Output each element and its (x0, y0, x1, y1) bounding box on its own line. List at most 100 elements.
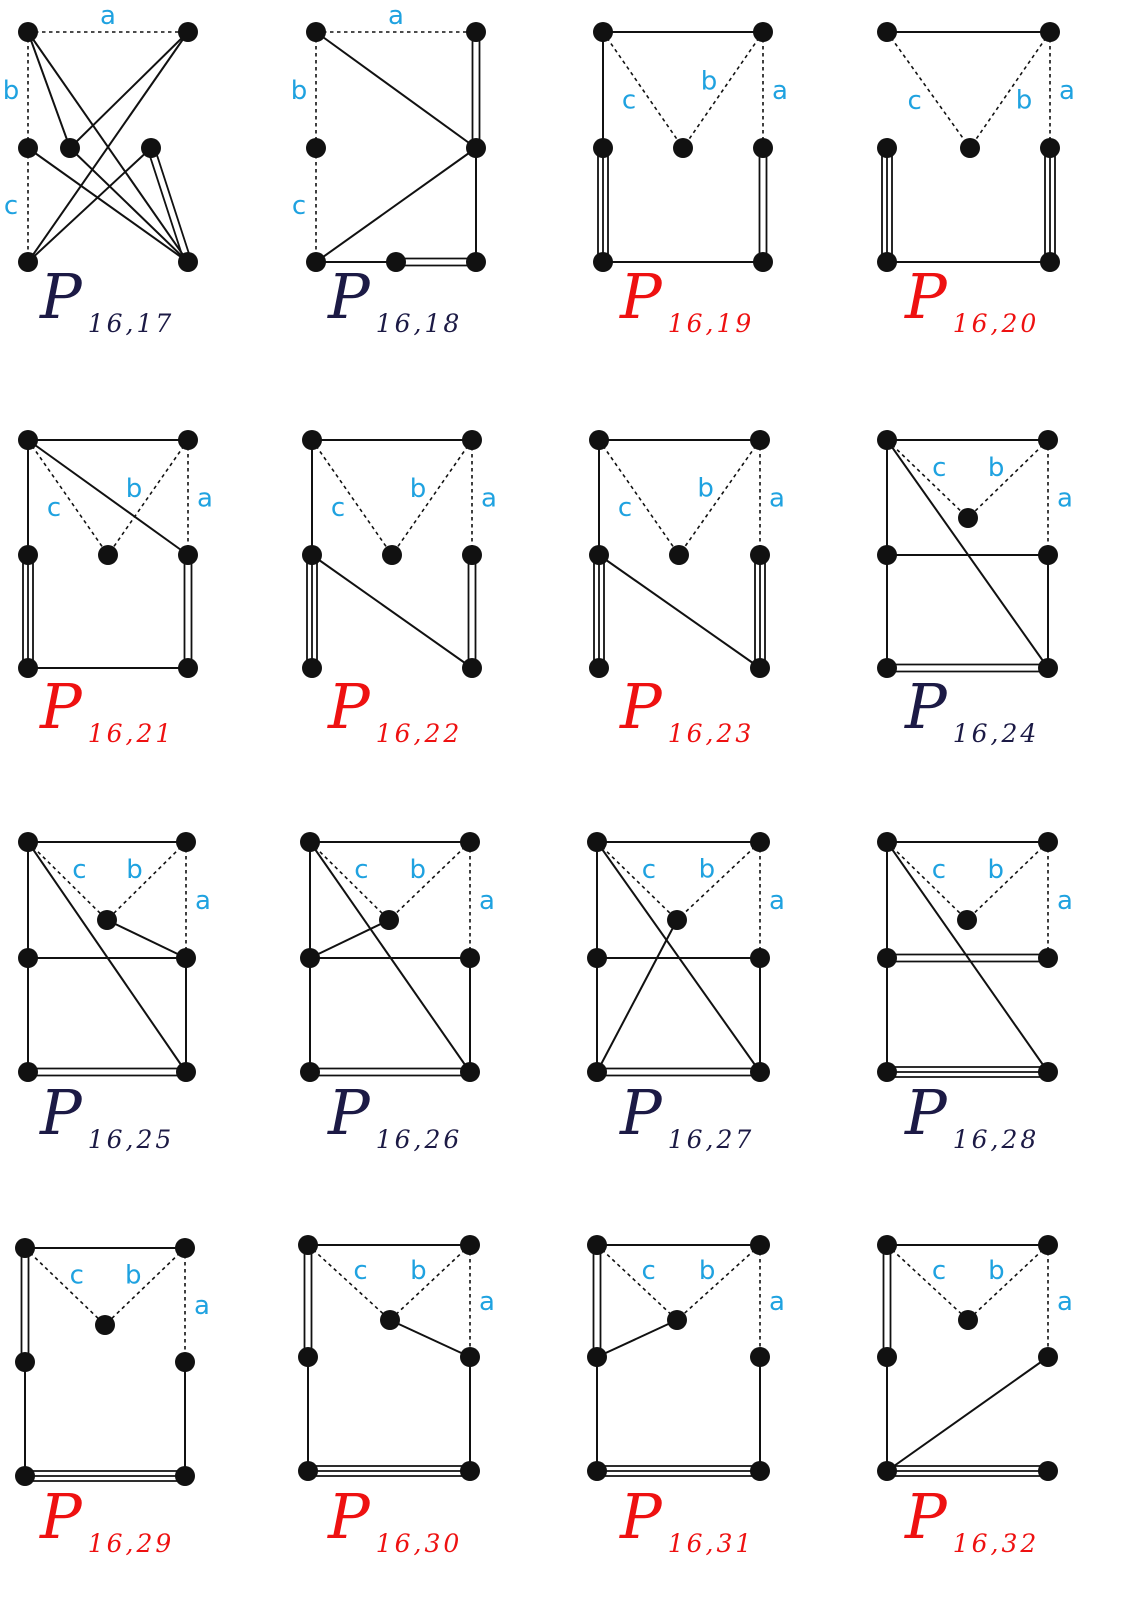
edge-triple-2-5 (593, 555, 605, 668)
vertex (466, 252, 486, 272)
edge-double-4-6 (183, 555, 193, 668)
edge-single-2-4 (389, 1319, 471, 1358)
vertex (753, 138, 773, 158)
caption-subscript: 16,28 (953, 1125, 1040, 1154)
vertex (306, 22, 326, 42)
edge-double-3-4 (887, 953, 1048, 963)
edge-label-a: a (479, 886, 495, 916)
edge-dashed-1-4: a (759, 1245, 785, 1357)
edge-single-0-4 (27, 439, 189, 556)
edge-dashed-0-1: a (316, 1, 476, 33)
caption-letter: P (904, 1480, 948, 1553)
vertex (15, 1238, 35, 1258)
vertex (587, 832, 607, 852)
edge-label-c: c (908, 86, 922, 116)
edge-dashed-1-2: b (676, 1244, 761, 1321)
vertex (960, 138, 980, 158)
vertex (178, 430, 198, 450)
vertex (18, 138, 38, 158)
edge-single-1-5 (27, 31, 189, 263)
edge-dashed-0-3: c (311, 439, 393, 556)
edge-double-5-6 (887, 663, 1048, 673)
edge-dashed-1-3: b (107, 439, 189, 556)
caption-subscript: 16,22 (376, 719, 463, 748)
edge-double-4-6 (146, 146, 193, 264)
vertex (877, 545, 897, 565)
edge-single-0-6 (886, 841, 1049, 1073)
edge-dashed-0-3: c (598, 439, 680, 556)
vertex (466, 138, 486, 158)
edge-double-0-3 (592, 1245, 602, 1357)
vertex (667, 910, 687, 930)
edge-label-b: b (410, 474, 427, 504)
edge-dashed-1-3: b (969, 31, 1051, 149)
edge-label-c: c (354, 855, 368, 885)
edge-label-c: c (47, 493, 61, 523)
vertex (1038, 832, 1058, 852)
edge-label-a: a (100, 1, 116, 31)
vertex (178, 545, 198, 565)
vertex (1038, 1235, 1058, 1255)
caption-letter: P (39, 1076, 83, 1149)
edge-dashed-1-4: a (1047, 440, 1073, 555)
caption-subscript: 16,31 (668, 1529, 755, 1558)
edge-dashed-1-4: a (471, 440, 497, 555)
vertex (750, 545, 770, 565)
caption-letter: P (327, 1480, 371, 1553)
edge-dashed-1-4: a (469, 1245, 495, 1357)
vertex (587, 1347, 607, 1367)
edge-label-c: c (72, 855, 86, 885)
vertex (141, 138, 161, 158)
vertex (750, 1461, 770, 1481)
edge-single-0-3 (27, 31, 71, 149)
edge-triple-5-6 (597, 1465, 760, 1477)
caption-subscript: 16,32 (953, 1529, 1040, 1558)
edge-dashed-1-2: b (966, 841, 1049, 921)
vertex (750, 658, 770, 678)
caption-subscript: 16,17 (88, 309, 175, 338)
vertex (753, 22, 773, 42)
vertex (593, 22, 613, 42)
vertex (18, 252, 38, 272)
edge-triple-2-5 (597, 148, 609, 262)
caption-letter: P (39, 1480, 83, 1553)
edge-dashed-0-2: c (596, 1244, 678, 1321)
edge-label-c: c (932, 855, 946, 885)
vertex (958, 508, 978, 528)
caption-subscript: 16,26 (376, 1125, 463, 1154)
edge-label-c: c (642, 855, 656, 885)
vertex (667, 1310, 687, 1330)
vertex (877, 1461, 897, 1481)
vertex (750, 1062, 770, 1082)
edge-label-a: a (197, 484, 213, 514)
caption-subscript: 16,24 (953, 719, 1040, 748)
vertex (1038, 1347, 1058, 1367)
edge-single-2-5 (596, 919, 678, 1073)
edge-label-b: b (1016, 86, 1033, 116)
vertex (300, 1062, 320, 1082)
caption-letter: P (619, 1480, 663, 1553)
vertex (15, 1352, 35, 1372)
edge-single-0-3 (315, 31, 477, 149)
vertex (302, 658, 322, 678)
vertex (97, 910, 117, 930)
vertex (1038, 948, 1058, 968)
edge-dashed-0-2: c (307, 1244, 391, 1321)
edge-label-a: a (479, 1287, 495, 1317)
edge-dashed-1-2: b (388, 841, 471, 921)
edge-triple-2-5 (22, 555, 34, 668)
vertex (302, 430, 322, 450)
edge-label-a: a (481, 484, 497, 514)
vertex (877, 658, 897, 678)
edge-label-b: b (988, 1256, 1005, 1286)
caption-subscript: 16,27 (668, 1125, 755, 1154)
